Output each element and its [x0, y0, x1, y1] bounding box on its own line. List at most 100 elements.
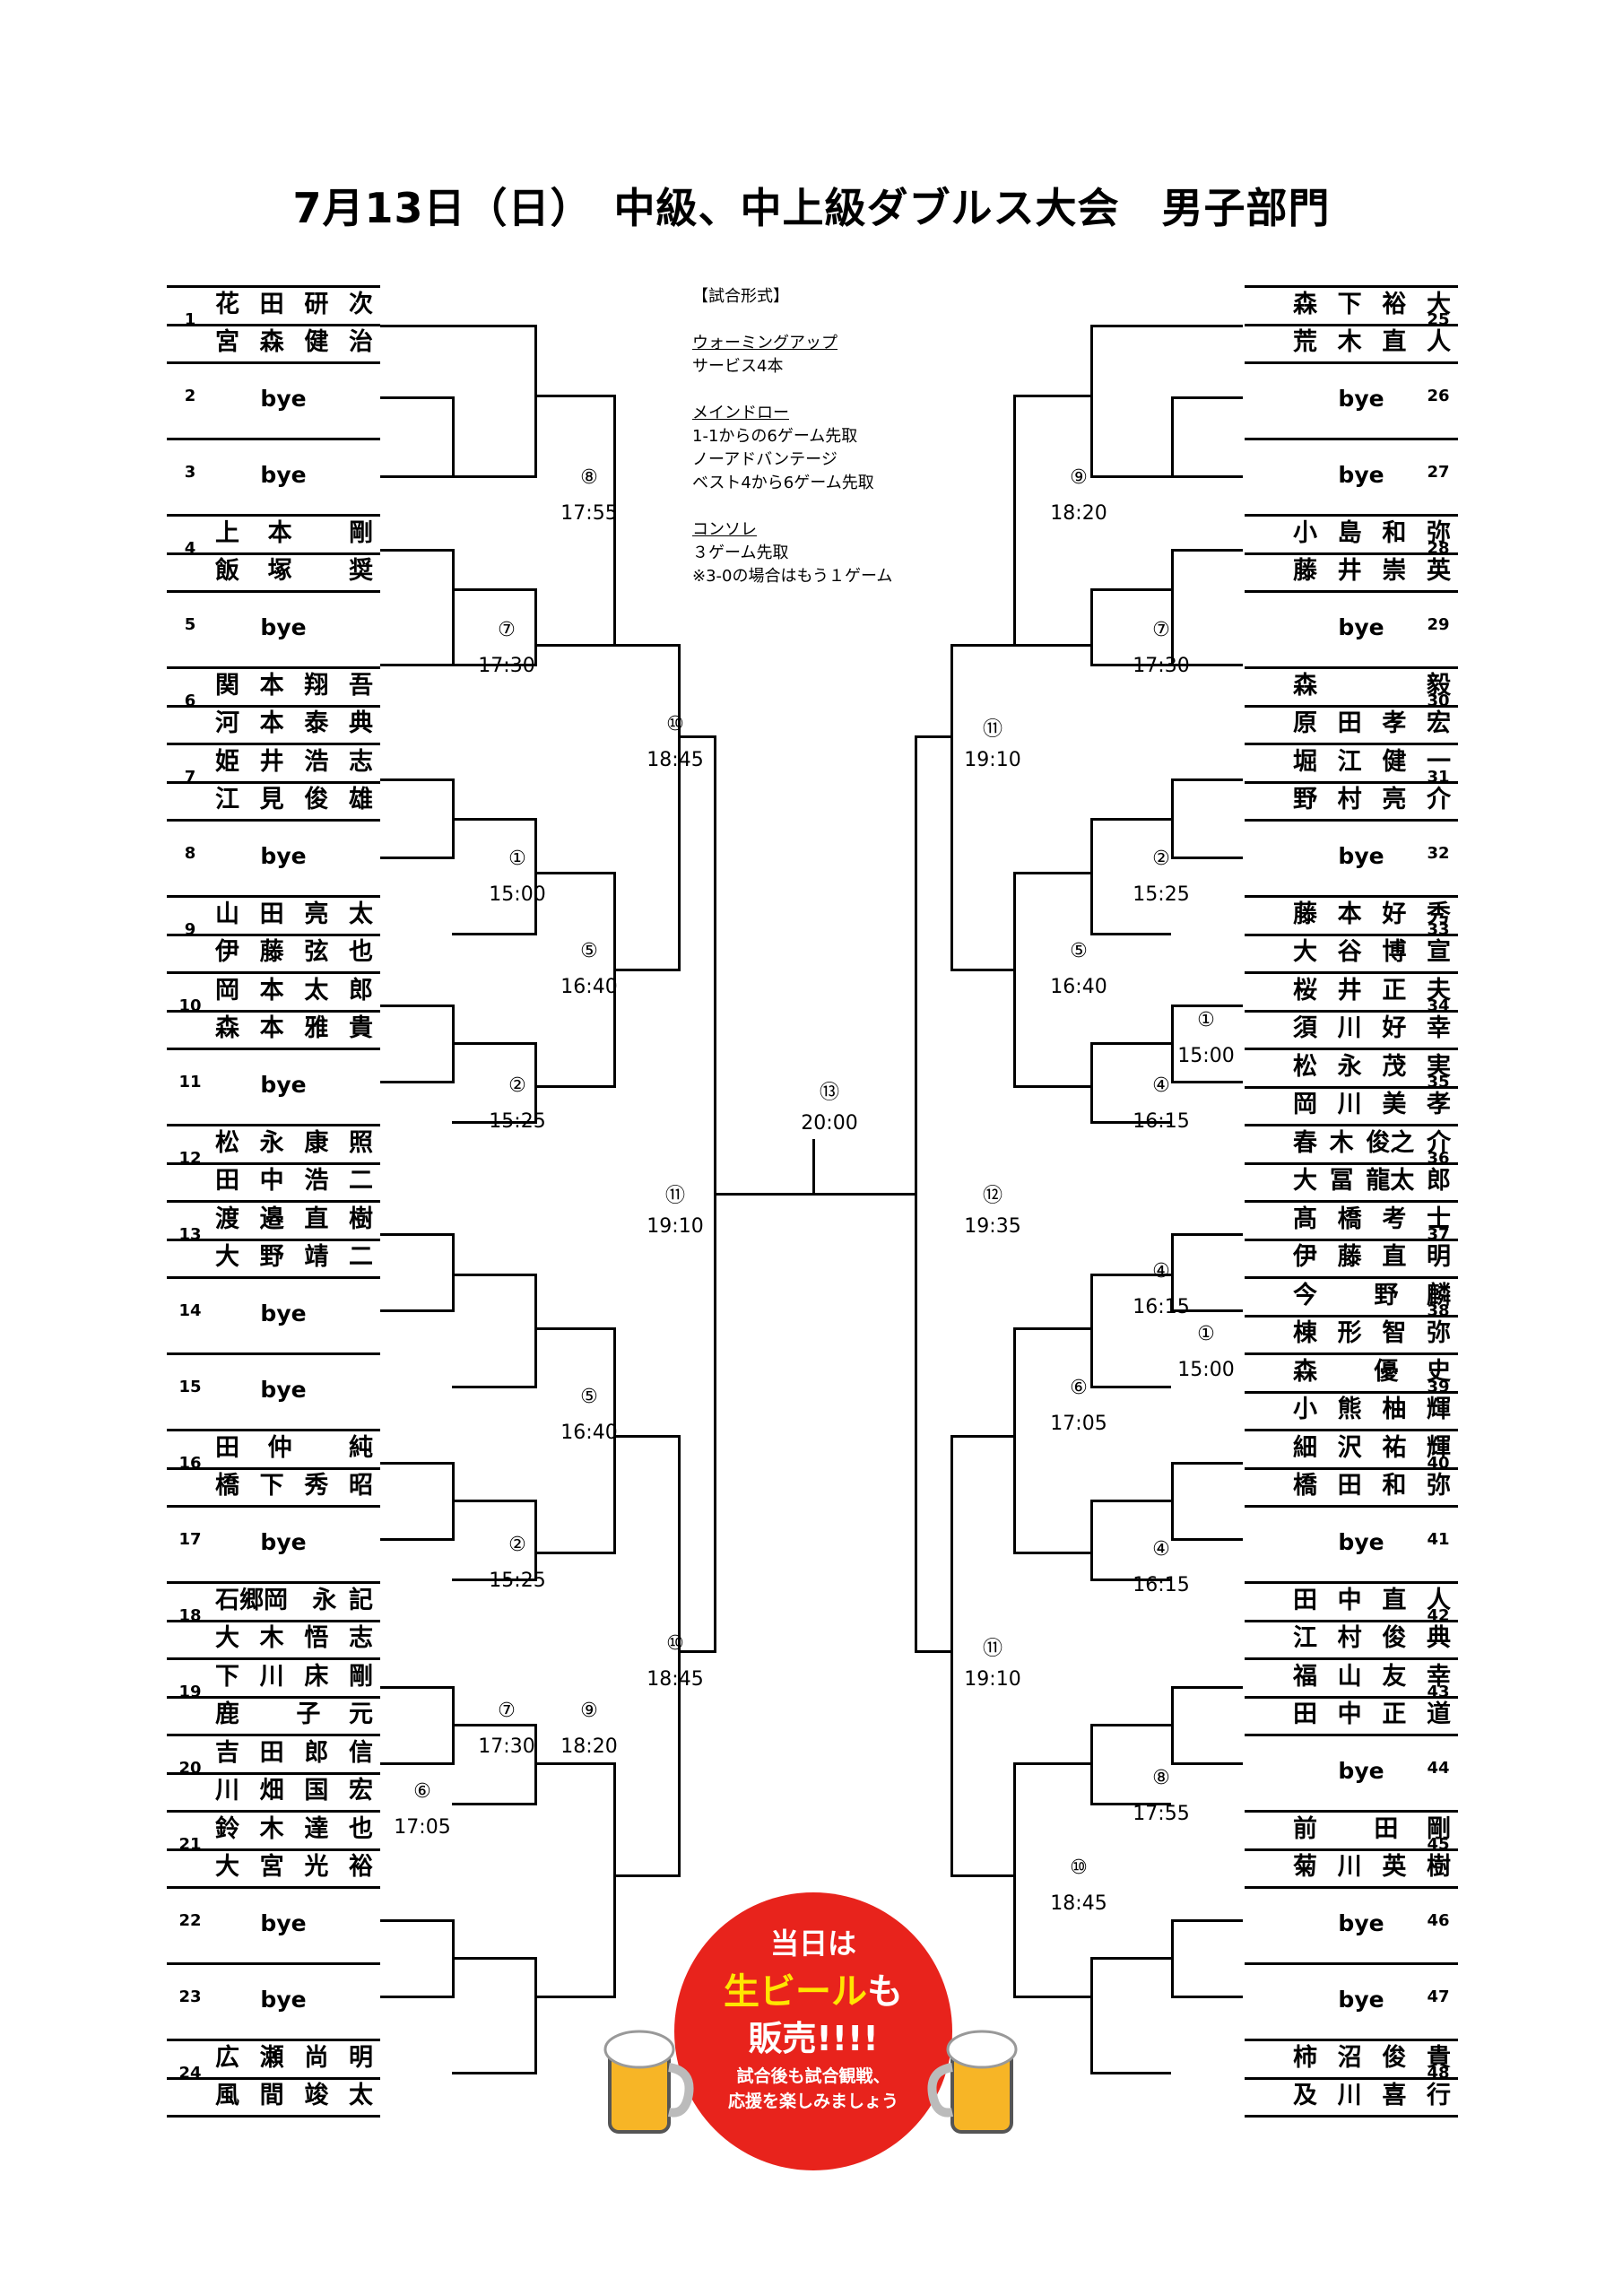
name-part: 明 [1426, 1243, 1451, 1271]
bracket-line [167, 1124, 380, 1126]
name-part: 床 [304, 1663, 329, 1691]
name-part: 井 [1337, 557, 1362, 585]
name-part: 亮 [1382, 786, 1407, 813]
bracket-line [167, 705, 380, 708]
bracket-line [1171, 1686, 1243, 1689]
bracket-line [1013, 1552, 1090, 1554]
name-part: 永 [259, 1129, 284, 1157]
player-name: 堀江健一 [1293, 744, 1451, 780]
name-part: 永 [1337, 1053, 1362, 1081]
match-number: ② [1152, 848, 1170, 870]
bye-slot: bye [1338, 462, 1384, 488]
name-part: 谷 [1337, 938, 1362, 966]
match-time: 16:15 [1133, 1110, 1190, 1133]
name-part: 靖 [304, 1243, 329, 1271]
name-part: 見 [259, 786, 284, 813]
player-name: 大野靖二 [215, 1239, 373, 1275]
name-part: 弥 [1426, 519, 1451, 547]
bye-slot: bye [1338, 614, 1384, 640]
match-time: 17:55 [560, 502, 618, 525]
draw-number: 2 [184, 387, 196, 405]
player-name: 川畑国宏 [215, 1773, 373, 1809]
name-part: 中 [1337, 1700, 1362, 1728]
player-name: 鹿子元 [215, 1697, 373, 1733]
bracket-line [167, 1467, 380, 1470]
bracket-line [1245, 324, 1458, 326]
bracket-line [167, 1581, 380, 1584]
draw-number: 8 [184, 844, 196, 863]
match-time: 19:10 [647, 1215, 704, 1238]
name-part: 熊 [1337, 1396, 1362, 1423]
bracket-line [1171, 1686, 1174, 1765]
bracket-line [167, 743, 380, 745]
name-part: 田 [1337, 1472, 1362, 1500]
bracket-line [452, 1386, 534, 1388]
match-time: 17:05 [394, 1816, 451, 1839]
name-part: 塚 [267, 557, 292, 585]
bracket-line [534, 1500, 537, 1581]
match-number: ⑥ [413, 1780, 431, 1803]
player-name: 大木悟志 [215, 1621, 373, 1657]
bracket-line [167, 590, 380, 593]
match-time: 15:25 [489, 1570, 546, 1592]
name-part: 輝 [1426, 1434, 1451, 1462]
bracket-line [1013, 1327, 1090, 1330]
bracket-line [167, 1962, 380, 1965]
bracket-line [1171, 1462, 1243, 1465]
name-part: 介 [1426, 1129, 1451, 1157]
match-number: ⑧ [1152, 1767, 1170, 1789]
bracket-line [167, 2039, 380, 2041]
bracket-line [1013, 872, 1016, 1088]
player-name: 及川喜行 [1293, 2078, 1451, 2114]
bracket-line [1090, 818, 1093, 935]
player-name: 田中浩二 [215, 1163, 373, 1199]
player-name: 棟形智弥 [1293, 1316, 1451, 1352]
bracket-line [452, 396, 455, 478]
bracket-line [1245, 1962, 1458, 1965]
bracket-line [1245, 934, 1458, 936]
name-part: 松 [215, 1129, 239, 1157]
match-time: 17:30 [478, 655, 535, 677]
player-name: 岡川美孝 [1293, 1087, 1451, 1123]
match-number: ⑪ [982, 718, 1002, 741]
bracket-line [915, 1650, 950, 1653]
name-part: 剛 [1426, 1815, 1451, 1843]
bracket-line [1090, 1803, 1171, 1805]
bracket-line [1245, 1657, 1458, 1660]
bracket-line [1090, 1274, 1171, 1276]
bye-slot: bye [1338, 1910, 1384, 1936]
player-name: 関本翔吾 [215, 668, 373, 704]
draw-number: 44 [1427, 1759, 1450, 1778]
name-part: 花 [215, 291, 239, 318]
name-part: 棟 [1293, 1319, 1317, 1347]
draw-number: 23 [178, 1987, 202, 2006]
name-part: 田 [259, 291, 284, 318]
bracket-line [1245, 2077, 1458, 2080]
bracket-line [167, 1505, 380, 1508]
name-part: 鹿 [215, 1700, 239, 1728]
rules-consolation-heading: コンソレ [692, 520, 757, 539]
bracket-line [380, 1081, 452, 1083]
name-part: 二 [348, 1167, 373, 1195]
name-part: 典 [1426, 1624, 1451, 1652]
player-name: 荒木直人 [1293, 325, 1451, 361]
bracket-line [1245, 1467, 1458, 1470]
bracket-line [1245, 1886, 1458, 1889]
player-name: 橋下秀昭 [215, 1468, 373, 1504]
bracket-line [950, 644, 953, 971]
bracket-line [1171, 396, 1174, 478]
name-part: 木 [1337, 328, 1362, 356]
bracket-line [613, 1327, 616, 1554]
promo-line: も [867, 1971, 903, 2013]
player-name: 広瀬尚明 [215, 2040, 373, 2076]
bracket-line [1090, 1500, 1171, 1502]
bracket-line [452, 1724, 534, 1726]
player-name: 福山友幸 [1293, 1659, 1451, 1695]
name-part: 岡 [215, 977, 239, 1004]
bracket-line [452, 1121, 534, 1124]
bracket-line [452, 1578, 534, 1581]
bracket-line [1245, 971, 1458, 974]
name-part: 祐 [1382, 1434, 1407, 1462]
promo-line: 応援を楽しみましょう [727, 2092, 898, 2111]
name-part: 直 [1382, 328, 1407, 356]
